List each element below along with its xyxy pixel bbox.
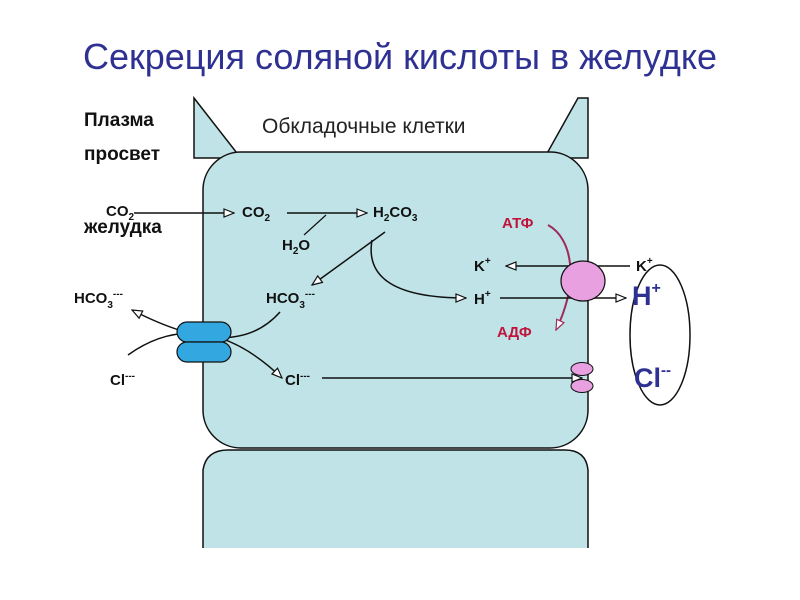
adp-label: АДФ xyxy=(497,324,532,341)
parietal-cells-label: Обкладочные клетки xyxy=(262,115,466,138)
bottom-neighbor-cell xyxy=(203,450,588,548)
cl-hco3-exchanger xyxy=(177,322,231,362)
atp-label: АТФ xyxy=(502,215,534,232)
cl-plasma-label: Cl--- xyxy=(110,371,135,389)
parietal-cell xyxy=(203,152,588,448)
lumen-label-line1: просвет xyxy=(84,144,160,165)
plasma-label: Плазма xyxy=(84,110,154,131)
hco3-plasma-label: HCO3--- xyxy=(74,289,123,311)
h-k-atpase-pump xyxy=(561,261,605,301)
lumen-label-line2: желудка xyxy=(83,217,162,238)
